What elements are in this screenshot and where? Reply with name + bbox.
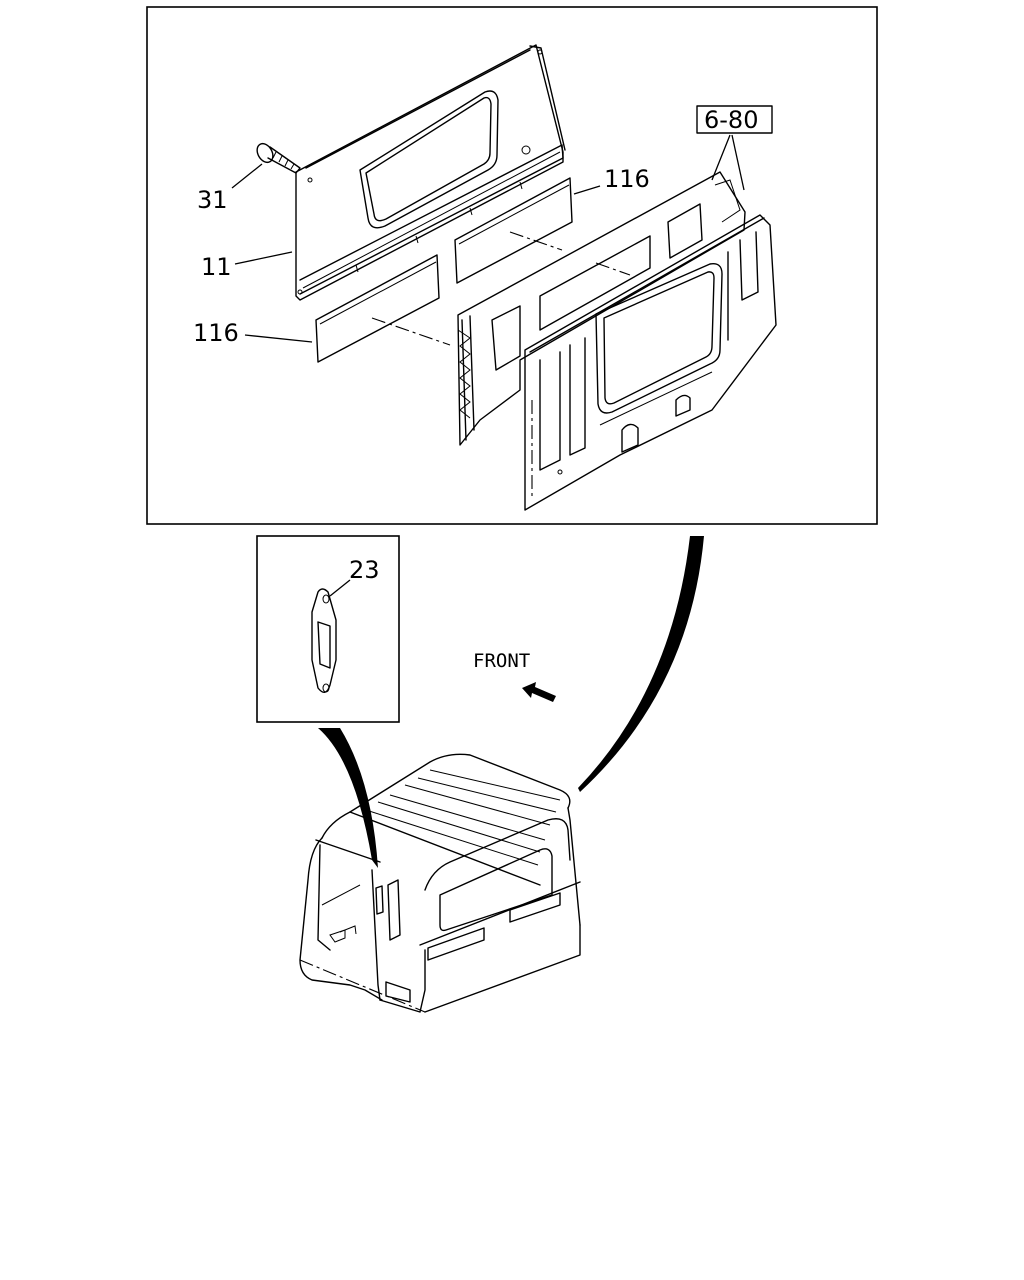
front-arrow xyxy=(522,682,556,702)
leader-lines xyxy=(231,134,745,597)
alignment-lines xyxy=(371,231,631,346)
cab-body xyxy=(299,753,581,1013)
ref-group-box xyxy=(696,105,773,134)
label-ref-group: 6-80 xyxy=(704,106,758,134)
label-front: FRONT xyxy=(473,650,530,672)
detail-link-curves xyxy=(318,536,704,868)
label-bracket: 23 xyxy=(349,556,380,584)
back-trim-panel xyxy=(295,44,566,301)
bracket-detail-frame xyxy=(256,535,400,723)
label-back-panel: 11 xyxy=(201,253,232,281)
upper-detail-frame xyxy=(146,6,878,525)
insulator-lower xyxy=(315,254,440,363)
screw xyxy=(256,142,301,174)
label-insulator-lower: 116 xyxy=(193,319,239,347)
insulator-upper xyxy=(454,177,573,284)
cab-back-panel xyxy=(457,171,777,511)
label-screw: 31 xyxy=(197,186,228,214)
label-insulator-upper: 116 xyxy=(604,165,650,193)
bracket xyxy=(311,588,337,693)
